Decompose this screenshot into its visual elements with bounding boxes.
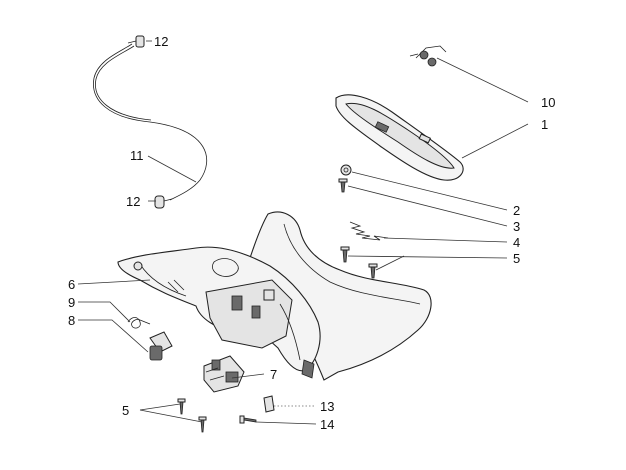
top-cover-part-1 — [335, 94, 464, 181]
callout-3: 3 — [513, 219, 520, 234]
inner-panel-part-6 — [117, 246, 321, 379]
callout-12-top: 12 — [154, 34, 168, 49]
callout-13: 13 — [320, 399, 334, 414]
callout-14: 14 — [320, 417, 334, 432]
screw-part-5-upper — [340, 246, 350, 263]
screw-part-3 — [338, 178, 348, 193]
callout-6: 6 — [68, 277, 75, 292]
callout-5-left: 5 — [122, 403, 129, 418]
spring-part-9 — [127, 317, 151, 329]
callout-7: 7 — [270, 367, 277, 382]
callout-1: 1 — [541, 117, 548, 132]
callout-8: 8 — [68, 313, 75, 328]
latch-part-8 — [149, 331, 173, 361]
cable-end-fitting-top — [127, 35, 145, 48]
spring-clip-part-4 — [349, 221, 389, 241]
callout-11: 11 — [130, 148, 144, 163]
cable-end-fitting-bottom — [154, 195, 173, 209]
leader-lines — [77, 40, 529, 425]
callout-labels: 12 11 12 10 1 2 3 4 5 6 9 8 7 5 13 14 — [68, 34, 555, 432]
screw-part-5-lower-a — [177, 398, 186, 415]
callout-2: 2 — [513, 203, 520, 218]
callout-4: 4 — [513, 235, 520, 250]
clip-part-13 — [263, 395, 275, 413]
cable-part-11 — [93, 43, 208, 201]
callout-5-right: 5 — [513, 251, 520, 266]
callout-12-bottom: 12 — [126, 194, 140, 209]
screw-part-5-lower-b — [198, 416, 207, 433]
callout-9: 9 — [68, 295, 75, 310]
nut-part-2 — [340, 164, 352, 176]
callout-10: 10 — [541, 95, 555, 110]
screw-part-5-mid — [368, 263, 378, 279]
screw-part-14 — [239, 415, 257, 424]
fastener-part-10 — [409, 45, 447, 67]
lock-assembly-part-7 — [203, 355, 245, 393]
